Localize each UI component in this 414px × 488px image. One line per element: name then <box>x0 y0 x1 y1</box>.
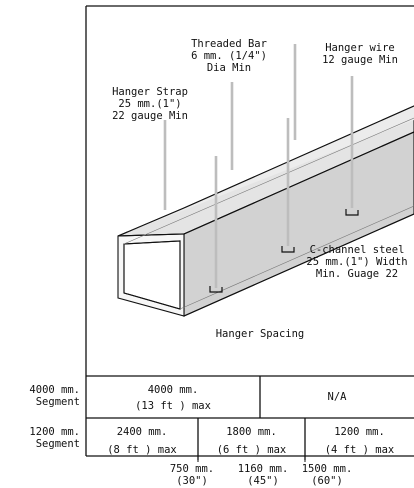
cell-1200-mm: 1200 mm. <box>334 426 385 438</box>
c-channel-line-2: 25 mm.(1") Width <box>306 256 408 268</box>
c-channel-callout: C-channel steel 25 mm.(1") Width Min. Gu… <box>302 244 412 280</box>
breakpoint-1160: 1160 mm. (45") <box>228 463 298 487</box>
cell-2400-max: 2400 mm. (8 ft ) max <box>86 426 198 456</box>
clip-front <box>209 286 223 293</box>
c-channel-line-3: Min. Guage 22 <box>315 268 399 280</box>
threaded-bar-callout: Threaded Bar 6 mm. (1/4") Dia Min <box>175 38 283 74</box>
cell-1200-max: 1200 mm. (4 ft ) max <box>305 426 414 456</box>
clip-back <box>345 209 359 216</box>
breakpoint-1160-inch: (45") <box>247 475 279 487</box>
hanger-wire-line-2: 12 gauge Min <box>322 54 398 66</box>
row-label-1200-line-2: Segment <box>35 438 80 450</box>
hanger-rods <box>163 44 354 288</box>
row-label-4000: 4000 mm. Segment <box>0 384 80 408</box>
cell-1800-max: 1800 mm. (6 ft ) max <box>198 426 305 456</box>
cell-2400-mm: 2400 mm. <box>116 426 168 438</box>
breakpoint-1500-mm: 1500 mm. <box>301 463 353 475</box>
cell-4000-max: 4000 mm. (13 ft ) max <box>86 384 260 412</box>
row-label-1200: 1200 mm. Segment <box>0 426 80 450</box>
breakpoint-1160-mm: 1160 mm. <box>237 463 289 475</box>
row-label-1200-line-1: 1200 mm. <box>29 426 80 438</box>
hanger-spacing-caption: Hanger Spacing <box>215 328 305 340</box>
breakpoint-750-mm: 750 mm. <box>169 463 215 475</box>
breakpoint-1500-inch: (60") <box>311 475 343 487</box>
hanger-wire-line-1: Hanger wire <box>325 42 395 54</box>
hanger-strap-line-1: Hanger Strap <box>112 86 188 98</box>
cell-4000-max-mm: 4000 mm. <box>147 384 199 396</box>
cell-1200-ft: (4 ft ) max <box>324 444 395 456</box>
cell-na: N/A <box>327 391 347 403</box>
diagram-frame <box>85 5 414 460</box>
breakpoint-750: 750 mm. (30") <box>150 463 234 487</box>
breakpoint-ticks <box>197 456 306 462</box>
c-channel-duct <box>117 105 414 317</box>
cell-4000-max-ft: (13 ft ) max <box>135 400 211 412</box>
hanger-wire-callout: Hanger wire 12 gauge Min <box>310 42 410 66</box>
cell-1800-mm: 1800 mm. <box>226 426 277 438</box>
hanger-strap-line-2: 25 mm.(1") <box>118 98 182 110</box>
cell-1800-ft: (6 ft ) max <box>216 444 287 456</box>
cell-2400-ft: (8 ft ) max <box>107 444 177 456</box>
row-label-4000-line-2: Segment <box>35 396 80 408</box>
breakpoint-750-inch: (30") <box>176 475 208 487</box>
c-channel-line-1: C-channel steel <box>309 244 405 256</box>
threaded-bar-line-1: Threaded Bar <box>191 38 267 50</box>
breakpoint-1500: 1500 mm. (60") <box>290 463 364 487</box>
channel-clips <box>209 209 359 293</box>
clip-mid <box>281 246 295 253</box>
row-label-4000-line-1: 4000 mm. <box>29 384 80 396</box>
hanger-strap-line-3: 22 gauge Min <box>112 110 188 122</box>
threaded-bar-line-3: Dia Min <box>206 62 252 74</box>
hanger-strap-callout: Hanger Strap 25 mm.(1") 22 gauge Min <box>100 86 200 122</box>
threaded-bar-line-2: 6 mm. (1/4") <box>191 50 267 62</box>
